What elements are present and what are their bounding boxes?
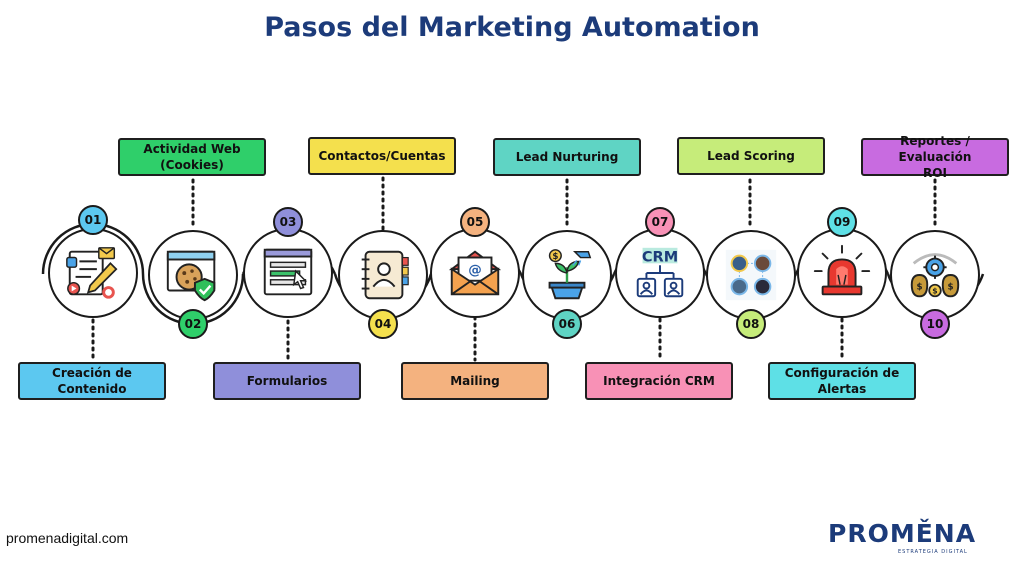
step-label-10: Reportes / Evaluación ROI bbox=[861, 134, 1009, 180]
svg-text:CRM: CRM bbox=[642, 249, 678, 265]
step-label-06: Lead Nurturing bbox=[493, 138, 641, 176]
step-number-01: 01 bbox=[78, 205, 108, 235]
step-number-06: 06 bbox=[552, 309, 582, 339]
crm-icon: CRM bbox=[636, 247, 684, 298]
email-icon: @ bbox=[448, 250, 502, 296]
svg-text:$: $ bbox=[947, 283, 953, 293]
svg-text:$: $ bbox=[552, 252, 558, 262]
step-label-01: Creación de Contenido bbox=[18, 362, 166, 400]
step-number-10: 10 bbox=[920, 309, 950, 339]
brand-tagline: ESTRATEGIA DIGITAL bbox=[898, 549, 968, 555]
step-circle-04 bbox=[338, 230, 428, 320]
step-circle-08 bbox=[706, 230, 796, 320]
svg-text:$: $ bbox=[916, 283, 922, 293]
step-circle-05: @ bbox=[430, 228, 520, 318]
roi-money-icon: $ $ $ bbox=[910, 253, 960, 298]
step-circle-01 bbox=[48, 228, 138, 318]
svg-text:@: @ bbox=[468, 262, 482, 278]
step-number-05: 05 bbox=[460, 207, 490, 237]
step-number-04: 04 bbox=[368, 309, 398, 339]
content-creation-icon bbox=[66, 247, 118, 299]
step-circle-07: CRM bbox=[615, 228, 705, 318]
cookie-icon bbox=[166, 250, 216, 302]
svg-text:$: $ bbox=[932, 286, 937, 295]
plant-growth-icon: $ bbox=[548, 249, 592, 300]
alert-siren-icon bbox=[813, 244, 871, 296]
step-number-08: 08 bbox=[736, 309, 766, 339]
step-number-02: 02 bbox=[178, 309, 208, 339]
step-number-03: 03 bbox=[273, 207, 303, 237]
step-label-04: Contactos/Cuentas bbox=[308, 137, 456, 175]
contact-book-icon bbox=[361, 250, 409, 300]
step-label-05: Mailing bbox=[401, 362, 549, 400]
step-label-07: Integración CRM bbox=[585, 362, 733, 400]
brand-logo: PROMĚNA ESTRATEGIA DIGITAL bbox=[828, 519, 988, 559]
step-label-03: Formularios bbox=[213, 362, 361, 400]
step-circle-03 bbox=[243, 228, 333, 318]
step-label-09: Configuración de Alertas bbox=[768, 362, 916, 400]
step-circle-06: $ bbox=[522, 230, 612, 320]
step-label-02: Actividad Web (Cookies) bbox=[118, 138, 266, 176]
step-number-09: 09 bbox=[827, 207, 857, 237]
lead-scoring-icon bbox=[725, 249, 777, 301]
diagram-title: Pasos del Marketing Automation bbox=[264, 12, 760, 43]
step-number-07: 07 bbox=[645, 207, 675, 237]
form-icon bbox=[263, 248, 313, 296]
brand-name: PROMĚNA bbox=[828, 519, 977, 548]
site-url: promenadigital.com bbox=[6, 530, 129, 546]
step-circle-02 bbox=[148, 230, 238, 320]
step-label-08: Lead Scoring bbox=[677, 137, 825, 175]
step-circle-09 bbox=[797, 228, 887, 318]
step-circle-10: $ $ $ bbox=[890, 230, 980, 320]
